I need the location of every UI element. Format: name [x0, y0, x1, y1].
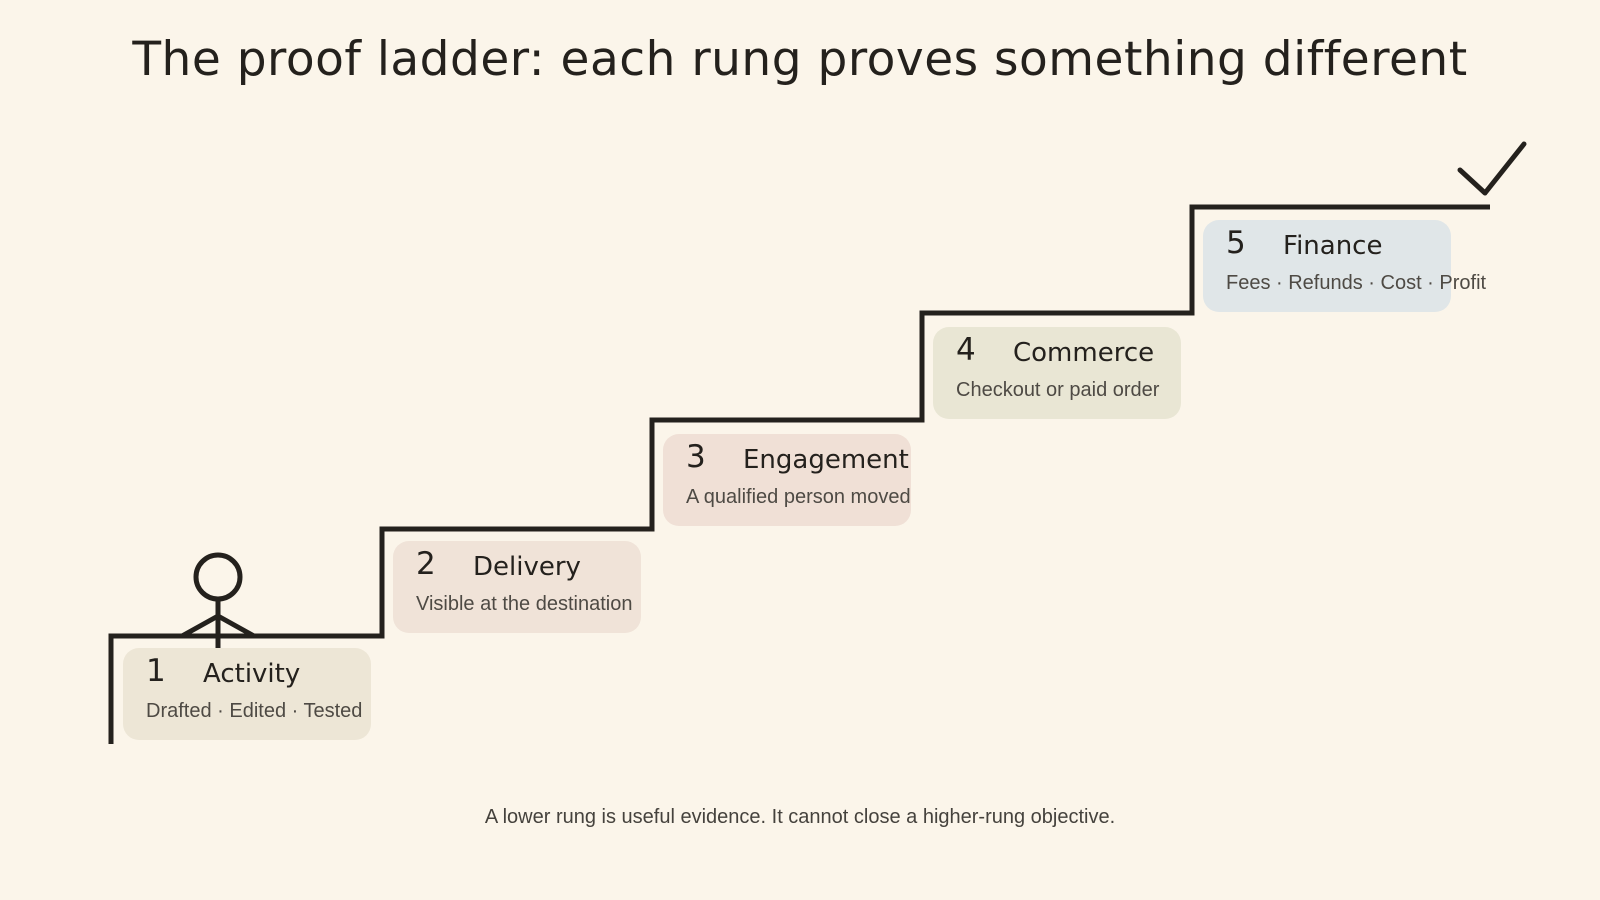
rung-description: Fees · Refunds · Cost · Profit [1226, 272, 1487, 294]
rung-name: Engagement [743, 445, 909, 475]
checkmark-icon [1457, 141, 1527, 196]
page-title: The proof ladder: each rung proves somet… [132, 32, 1468, 87]
staircase-line [108, 204, 1490, 744]
rung-number: 1 [146, 653, 166, 689]
rung-description: A qualified person moved [686, 486, 911, 508]
rung-4-card: 4 Commerce Checkout or paid order [933, 327, 1181, 419]
rung-number: 3 [686, 439, 706, 475]
rung-name: Commerce [1013, 338, 1155, 368]
rung-name: Finance [1283, 231, 1383, 261]
rung-description: Checkout or paid order [956, 379, 1160, 401]
rung-5-card: 5 Finance Fees · Refunds · Cost · Profit [1203, 220, 1486, 312]
rung-name: Activity [203, 659, 301, 689]
rung-name: Delivery [473, 552, 581, 582]
rung-number: 5 [1226, 225, 1246, 261]
rung-description: Drafted · Edited · Tested [146, 700, 363, 722]
rung-1-card: 1 Activity Drafted · Edited · Tested [123, 648, 371, 740]
rung-2-card: 2 Delivery Visible at the destination [393, 541, 641, 633]
rung-number: 2 [416, 546, 436, 582]
rung-description: Visible at the destination [416, 593, 633, 615]
stick-figure-icon [179, 552, 257, 654]
rung-3-card: 3 Engagement A qualified person moved [663, 434, 911, 526]
rung-number: 4 [956, 332, 976, 368]
footer-caption: A lower rung is useful evidence. It cann… [484, 806, 1116, 828]
